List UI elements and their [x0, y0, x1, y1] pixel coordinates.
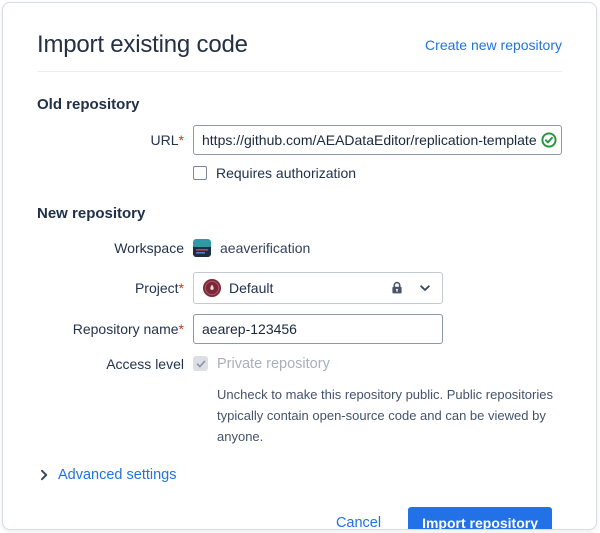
header-divider — [37, 71, 562, 72]
url-input[interactable] — [193, 125, 562, 155]
lock-icon — [392, 281, 402, 294]
project-label: Project* — [134, 280, 184, 296]
old-repository-heading: Old repository — [37, 96, 140, 113]
chevron-down-icon — [420, 285, 430, 291]
dialog-footer: Cancel Import repository — [37, 507, 562, 530]
workspace-avatar — [193, 239, 211, 257]
private-repository-label: Private repository — [217, 356, 330, 372]
old-repository-form: URL* Requires authorization — [37, 125, 562, 181]
workspace-row: Workspace aeaverification — [37, 234, 562, 262]
import-repository-button[interactable]: Import repository — [408, 507, 552, 529]
required-asterisk: * — [178, 321, 184, 337]
page-title: Import existing code — [37, 31, 248, 58]
new-repository-heading: New repository — [37, 205, 146, 222]
workspace-label: Workspace — [114, 240, 184, 256]
requires-auth-label[interactable]: Requires authorization — [216, 165, 357, 181]
access-level-help-text: Uncheck to make this repository public. … — [217, 387, 553, 444]
dialog-header: Import existing code Create new reposito… — [37, 31, 562, 58]
private-repository-checkbox — [193, 356, 208, 371]
access-level-label: Access level — [106, 356, 184, 372]
workspace-value: aeaverification — [220, 240, 311, 256]
advanced-settings-toggle[interactable]: Advanced settings — [37, 467, 177, 483]
url-label: URL* — [150, 132, 184, 148]
project-avatar — [203, 279, 221, 297]
required-asterisk: * — [178, 280, 184, 296]
advanced-settings-label: Advanced settings — [58, 467, 177, 483]
access-level-row: Access level Private repository Uncheck … — [37, 354, 562, 447]
requires-auth-checkbox[interactable] — [193, 166, 207, 180]
url-row: URL* — [37, 125, 562, 155]
project-row: Project* Default — [37, 272, 562, 304]
repository-name-input[interactable] — [193, 314, 443, 344]
project-select[interactable]: Default — [193, 272, 443, 304]
project-selected-value: Default — [229, 280, 274, 296]
requires-auth-row: Requires authorization — [37, 165, 562, 181]
check-circle-icon — [541, 132, 557, 148]
required-asterisk: * — [178, 132, 184, 148]
chevron-right-icon — [41, 469, 48, 481]
cancel-button[interactable]: Cancel — [335, 515, 382, 530]
check-icon — [196, 360, 205, 367]
repository-name-label: Repository name* — [72, 321, 184, 337]
create-new-repository-link[interactable]: Create new repository — [425, 36, 562, 53]
new-repository-form: Workspace aeaverification Pr — [37, 234, 562, 447]
repository-name-row: Repository name* — [37, 314, 562, 344]
